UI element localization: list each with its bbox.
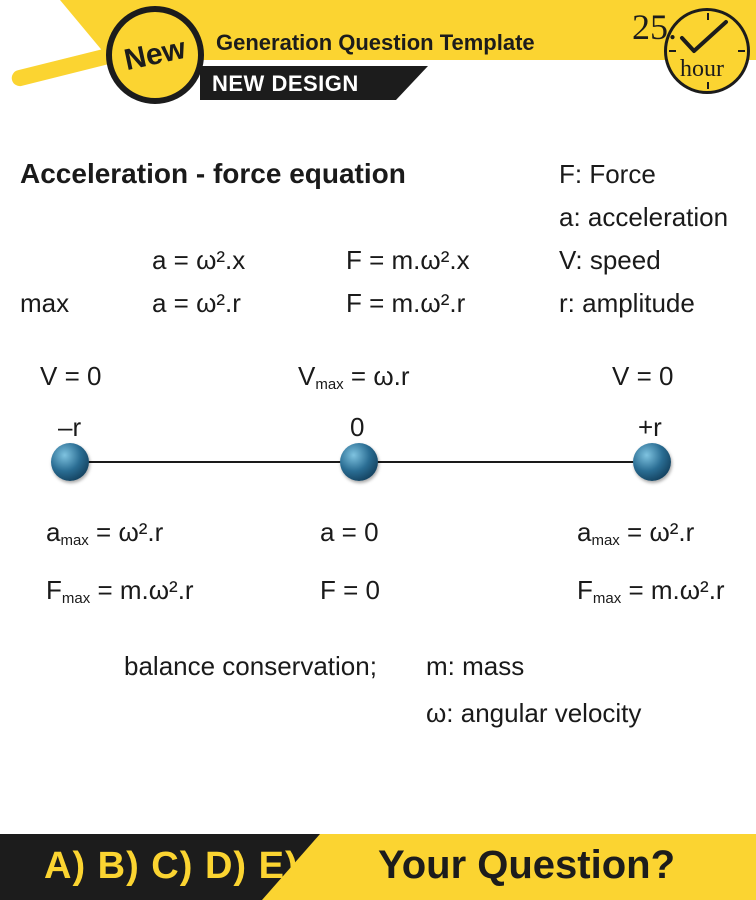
right-force: Fmax = m.ω².r xyxy=(577,575,725,607)
equation-a-x: a = ω².x xyxy=(152,245,246,275)
question-prompt: Your Question? xyxy=(378,843,676,887)
legend-amplitude: r: amplitude xyxy=(559,288,695,318)
clock-unit: hour xyxy=(680,56,724,82)
legend-speed: V: speed xyxy=(559,245,661,275)
footer-question-panel xyxy=(262,834,756,900)
header-subtitle-band: NEW DESIGN xyxy=(200,66,428,100)
header-subtitle: NEW DESIGN xyxy=(212,71,359,96)
checkmark-icon xyxy=(680,20,728,53)
equation-max-label: max xyxy=(20,288,70,318)
right-speed-label: V = 0 xyxy=(612,361,674,391)
center-ball xyxy=(340,443,378,481)
left-force: Fmax = m.ω².r xyxy=(46,575,194,607)
right-position-label: +r xyxy=(638,412,662,442)
new-badge: New xyxy=(121,31,189,78)
center-force: F = 0 xyxy=(320,575,380,605)
magnifier-handle-icon xyxy=(10,46,117,88)
header-title: Generation Question Template xyxy=(216,30,535,55)
legend-acceleration: a: acceleration xyxy=(559,202,729,232)
mass-note: m: mass xyxy=(426,651,525,681)
left-ball xyxy=(51,443,89,481)
balance-note: balance conservation; xyxy=(124,651,377,681)
magnifier-icon: New xyxy=(106,6,204,104)
right-ball xyxy=(633,443,671,481)
equation-f-r: F = m.ω².r xyxy=(346,288,466,318)
right-acceleration: amax = ω².r xyxy=(577,517,695,549)
left-speed-label: V = 0 xyxy=(40,361,102,391)
page-heading: Acceleration - force equation xyxy=(20,158,406,189)
equation-a-r: a = ω².r xyxy=(152,288,241,318)
left-acceleration: amax = ω².r xyxy=(46,517,164,549)
center-acceleration: a = 0 xyxy=(320,517,379,547)
clock-icon xyxy=(664,8,750,94)
angular-velocity-note: ω: angular velocity xyxy=(426,698,642,728)
clock-number: 25. xyxy=(632,7,677,47)
center-speed-label: Vmax = ω.r xyxy=(298,361,410,393)
left-position-label: –r xyxy=(58,412,82,442)
equation-f-x: F = m.ω².x xyxy=(346,245,470,275)
legend-force: F: Force xyxy=(559,159,656,189)
center-position-label: 0 xyxy=(350,412,365,442)
answer-options: A) B) C) D) E) xyxy=(44,845,299,887)
